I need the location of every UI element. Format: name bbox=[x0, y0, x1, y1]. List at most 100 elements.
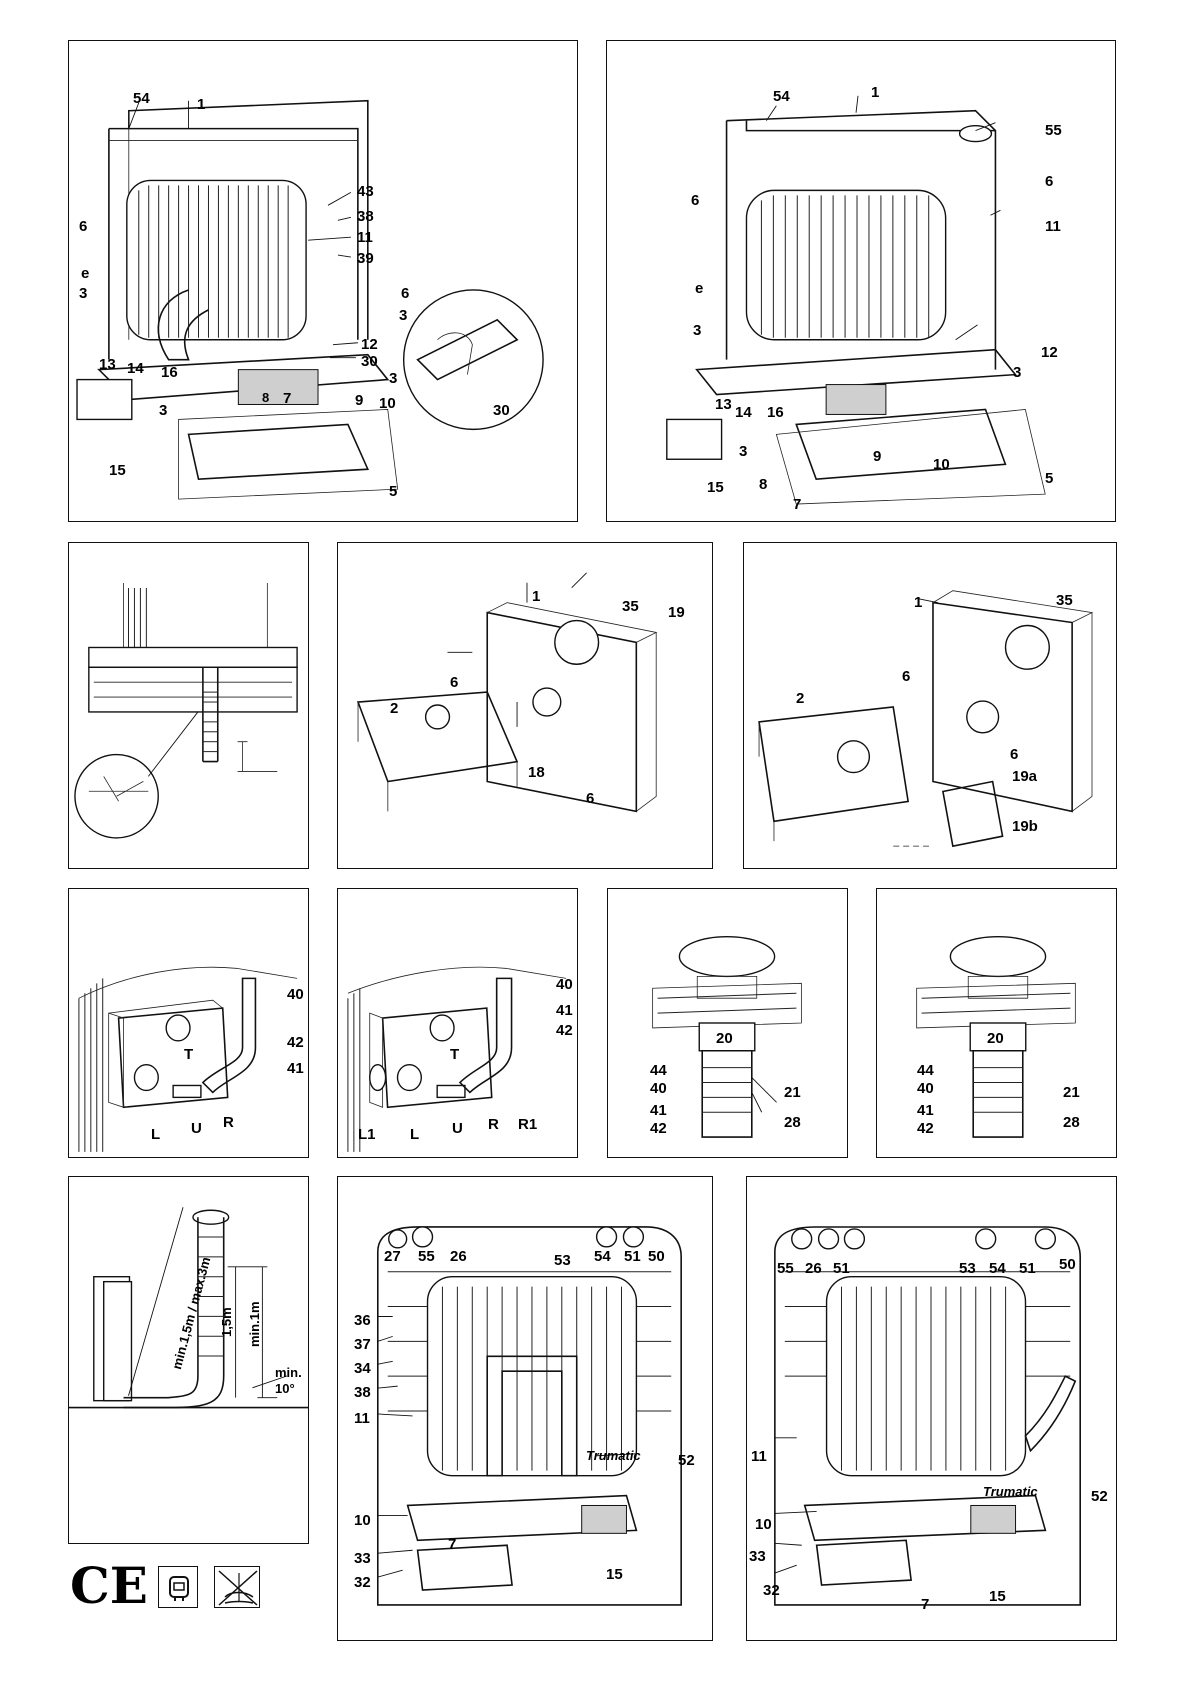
callout-label: e bbox=[81, 265, 90, 282]
callout-label: 11 bbox=[357, 229, 373, 246]
appliance-approval-icon bbox=[158, 1566, 198, 1608]
callout-label: 1 bbox=[532, 588, 541, 605]
heater-exploded-view-a bbox=[76, 99, 544, 500]
callout-label: 32 bbox=[354, 1574, 371, 1591]
callout-label: 33 bbox=[749, 1548, 766, 1565]
callout-label: 54 bbox=[594, 1248, 611, 1265]
callout-label: 13 bbox=[99, 356, 116, 373]
installed-heater-view-a bbox=[376, 1226, 682, 1606]
heater-exploded-view-b bbox=[666, 95, 1046, 505]
flue-length-requirements-diagram bbox=[69, 1207, 308, 1409]
callout-label: 26 bbox=[450, 1248, 467, 1265]
callout-label: 6 bbox=[450, 674, 459, 691]
callout-label: 19a bbox=[1012, 768, 1038, 785]
callout-label: 38 bbox=[357, 208, 374, 225]
callout-label: 11 bbox=[751, 1448, 767, 1465]
callout-label: 11 bbox=[1045, 218, 1061, 235]
brand-label: Trumatic bbox=[586, 1448, 641, 1463]
diagram-panel-installed-view-b: 55 26 51 53 54 51 50 11 52 Trumatic 10 3… bbox=[746, 1176, 1117, 1641]
slope-min-label: min. bbox=[275, 1365, 302, 1380]
callout-label: 55 bbox=[777, 1260, 794, 1277]
diagram-panel-floor-mount bbox=[68, 542, 309, 869]
outlet-label: U bbox=[452, 1120, 463, 1137]
callout-label: 10 bbox=[379, 395, 396, 412]
callout-label: 3 bbox=[693, 322, 702, 339]
callout-label: 9 bbox=[873, 448, 882, 465]
callout-label: 12 bbox=[1041, 344, 1058, 361]
callout-label: 3 bbox=[159, 402, 168, 419]
callout-label: 7 bbox=[793, 496, 802, 513]
callout-label: 6 bbox=[1045, 173, 1054, 190]
callout-label: 11 bbox=[354, 1410, 370, 1427]
callout-label: 18 bbox=[528, 764, 545, 781]
outlet-ducting-view-b bbox=[347, 966, 567, 1152]
callout-label: 15 bbox=[707, 479, 724, 496]
diagram-panel-heater-assembly-a: 54 1 43 38 11 39 6 6 e 3 3 12 30 3 13 14… bbox=[68, 40, 578, 522]
callout-label: 40 bbox=[917, 1080, 934, 1097]
ce-mark: CE bbox=[70, 1556, 148, 1615]
callout-label: 20 bbox=[987, 1030, 1004, 1047]
callout-label: 41 bbox=[650, 1102, 667, 1119]
callout-label: 3 bbox=[389, 370, 398, 387]
callout-label: 50 bbox=[648, 1248, 665, 1265]
callout-label: 34 bbox=[354, 1360, 371, 1377]
callout-label: 15 bbox=[109, 462, 126, 479]
callout-label: 1 bbox=[914, 594, 923, 611]
callout-label: 15 bbox=[989, 1588, 1006, 1605]
brand-label: Trumatic bbox=[983, 1484, 1038, 1499]
callout-label: 10 bbox=[755, 1516, 772, 1533]
callout-label: 3 bbox=[79, 285, 88, 302]
callout-label: 51 bbox=[1019, 1260, 1036, 1277]
callout-label: 40 bbox=[650, 1080, 667, 1097]
slope-angle-label: 10° bbox=[275, 1381, 295, 1396]
mounting-frame-exploded-view-a bbox=[356, 572, 658, 813]
callout-label: 53 bbox=[554, 1252, 571, 1269]
callout-label: 3 bbox=[1013, 364, 1022, 381]
diagram-panel-roof-cowl-a: 20 44 40 41 42 21 28 bbox=[607, 888, 848, 1158]
outlet-label: L1 bbox=[358, 1126, 376, 1143]
callout-label: 10 bbox=[933, 456, 950, 473]
callout-label: 36 bbox=[354, 1312, 371, 1329]
outlet-label: L bbox=[151, 1126, 161, 1143]
outlet-label: R bbox=[488, 1116, 499, 1133]
callout-label: 39 bbox=[357, 250, 374, 267]
callout-label: 8 bbox=[262, 390, 270, 405]
callout-label: 42 bbox=[650, 1120, 667, 1137]
callout-label: 6 bbox=[691, 192, 700, 209]
callout-label: 41 bbox=[556, 1002, 573, 1019]
detail-callout-label: 30 bbox=[493, 402, 510, 419]
callout-label: 5 bbox=[389, 483, 398, 500]
callout-label: 2 bbox=[796, 690, 805, 707]
callout-label: 7 bbox=[448, 1536, 457, 1553]
callout-label: 6 bbox=[1010, 746, 1019, 763]
diagram-panel-installed-view-a: 27 55 26 53 54 51 50 36 37 34 38 11 52 T… bbox=[337, 1176, 713, 1641]
callout-label: 44 bbox=[650, 1062, 667, 1079]
callout-label: 21 bbox=[1063, 1084, 1080, 1101]
outlet-ducting-view-a bbox=[78, 966, 298, 1152]
callout-label: 30 bbox=[361, 353, 378, 370]
callout-label: 28 bbox=[784, 1114, 801, 1131]
floor-mount-section-view bbox=[74, 583, 298, 839]
callout-label: 53 bbox=[959, 1260, 976, 1277]
callout-label: 1 bbox=[197, 96, 206, 113]
callout-label: 8 bbox=[759, 476, 768, 493]
flue-height-dimension: 1,5m bbox=[219, 1307, 234, 1337]
outlet-label: T bbox=[450, 1046, 460, 1063]
callout-label: 54 bbox=[133, 90, 150, 107]
callout-label: 41 bbox=[287, 1060, 304, 1077]
outlet-label: U bbox=[191, 1120, 202, 1137]
callout-label: 51 bbox=[624, 1248, 641, 1265]
outlet-label: R1 bbox=[518, 1116, 538, 1133]
callout-label: 19b bbox=[1012, 818, 1038, 835]
callout-label: 55 bbox=[418, 1248, 435, 1265]
callout-label: 28 bbox=[1063, 1114, 1080, 1131]
callout-label: 27 bbox=[384, 1248, 401, 1265]
installed-heater-view-b bbox=[774, 1226, 1081, 1606]
callout-label: 33 bbox=[354, 1550, 371, 1567]
callout-label: 12 bbox=[361, 336, 378, 353]
diagram-panel-flue-length: min.1,5m / max.3m 1,5m min.1m min. 10° bbox=[68, 1176, 309, 1544]
outlet-label: T bbox=[184, 1046, 194, 1063]
callout-label: 44 bbox=[917, 1062, 934, 1079]
callout-label: 43 bbox=[357, 183, 374, 200]
callout-label: 38 bbox=[354, 1384, 371, 1401]
